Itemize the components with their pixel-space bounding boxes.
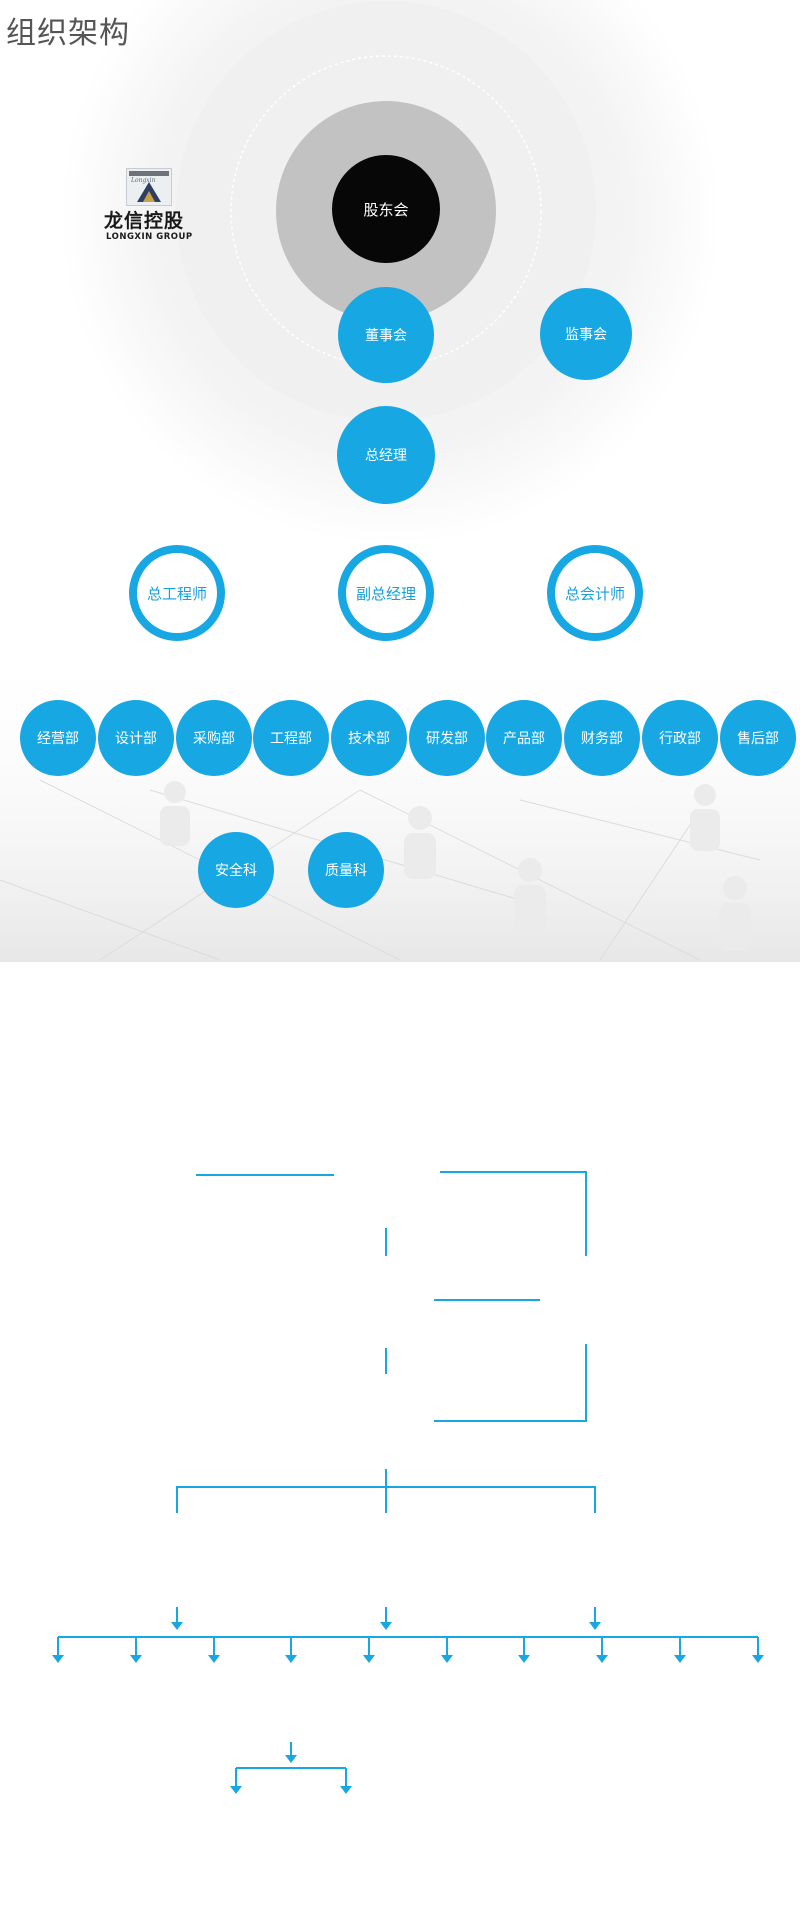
node-chief-accountant: 总会计师 [547,545,643,641]
dept-finance: 财务部 [564,700,640,776]
general-manager-to-deputies [176,1469,387,1513]
general-manager-to-deputy-right [386,1486,596,1513]
department-arrow-3 [285,1655,297,1663]
sub-dept-quality: 质量科 [308,832,384,908]
deputy-arrow-0 [171,1622,183,1630]
people-silhouettes [160,781,751,951]
department-arrow-9 [752,1655,764,1663]
logo-name-cn: 龙信控股 [104,210,185,232]
sub-dept-safety: 安全科 [198,832,274,908]
dept-product: 产品部 [486,700,562,776]
department-arrow-4 [363,1655,375,1663]
background-graphics [0,0,800,962]
dashed-ring [230,55,542,367]
deputy-arrow-1 [380,1622,392,1630]
department-arrow-7 [596,1655,608,1663]
connector-lines [52,1171,764,1794]
department-arrow-2 [208,1655,220,1663]
triangle-icon [137,182,161,202]
dept-purchasing: 采购部 [176,700,252,776]
node-shareholders: 股东会 [332,155,440,263]
node-chief-engineer: 总工程师 [129,545,225,641]
sub-department-arrow-1 [340,1786,352,1794]
node-deputy-gm: 副总经理 [338,545,434,641]
supervisors-to-general-manager [434,1344,587,1422]
deputy-arrow-2 [589,1622,601,1630]
dept-administration: 行政部 [642,700,718,776]
dept-after-sales: 售后部 [720,700,796,776]
dept-rnd: 研发部 [409,700,485,776]
shareholders-to-supervisors [440,1171,587,1256]
department-arrow-8 [674,1655,686,1663]
department-arrow-5 [441,1655,453,1663]
department-arrow-0 [52,1655,64,1663]
engineering-arrow [285,1755,297,1763]
node-general-manager: 总经理 [337,406,435,504]
company-logo: Longxin 龙信控股 LONGXIN GROUP [104,168,200,252]
department-arrow-1 [130,1655,142,1663]
org-chart: 组织架构 Longxin 龙信控股 LONGXIN GROUP 股东会 董事会 … [0,0,800,1794]
dept-business: 经营部 [20,700,96,776]
floor-gradient [0,640,800,962]
dept-technology: 技术部 [331,700,407,776]
node-board: 董事会 [338,287,434,383]
dept-engineering: 工程部 [253,700,329,776]
node-supervisors: 监事会 [540,288,632,380]
logo-badge-text: Longxin [131,177,156,184]
logo-name-en: LONGXIN GROUP [106,232,193,242]
department-arrow-6 [518,1655,530,1663]
sub-department-arrow-0 [230,1786,242,1794]
dept-design: 设计部 [98,700,174,776]
page-title: 组织架构 [6,16,130,51]
logo-mark: Longxin [126,168,172,206]
